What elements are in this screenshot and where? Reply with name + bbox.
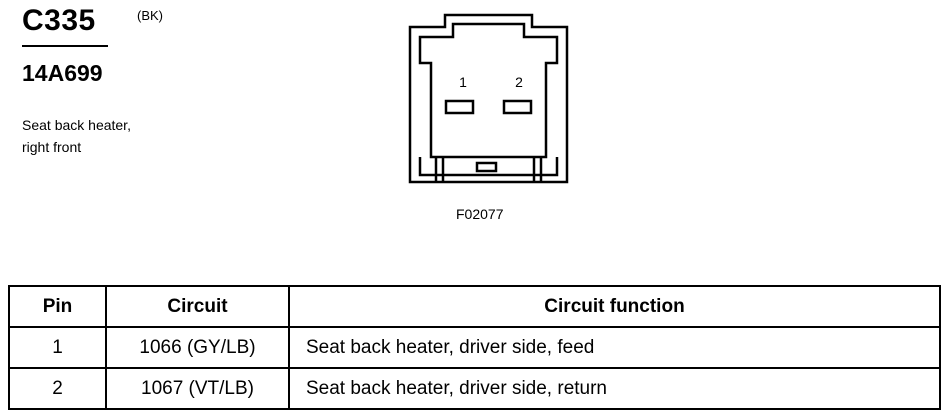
figure-code: F02077 (456, 206, 504, 222)
pin-table: Pin Circuit Circuit function 1 1066 (GY/… (8, 285, 941, 410)
pin-1-terminal (444, 99, 475, 115)
pin-number: 2 (8, 367, 107, 410)
pin-number: 1 (8, 326, 107, 369)
circuit-code: 1067 (VT/LB) (105, 367, 290, 410)
connector-face-diagram: 1 2 (408, 13, 569, 184)
circuit-code: 1066 (GY/LB) (105, 326, 290, 369)
pin-label-1: 1 (459, 74, 467, 90)
connector-id: C335 (22, 4, 96, 37)
connector-color-code: (BK) (137, 8, 163, 23)
circuit-function: Seat back heater, driver side, feed (288, 326, 941, 369)
header-pin: Pin (8, 285, 107, 328)
connector-bottom-edge (418, 157, 559, 177)
description-line: Seat back heater, (22, 117, 131, 133)
table-header-row: Pin Circuit Circuit function (8, 285, 941, 328)
connector-inner-housing (418, 22, 559, 159)
connector-description: Seat back heater, right front (22, 114, 131, 158)
circuit-function: Seat back heater, driver side, return (288, 367, 941, 410)
part-number: 14A699 (22, 60, 103, 86)
connector-outer-housing (408, 13, 569, 184)
table-row: 1 1066 (GY/LB) Seat back heater, driver … (8, 326, 941, 369)
header-circuit-function: Circuit function (288, 285, 941, 328)
pin-2-terminal (502, 99, 533, 115)
description-line: right front (22, 139, 82, 155)
table-row: 2 1067 (VT/LB) Seat back heater, driver … (8, 367, 941, 410)
pin-label-2: 2 (515, 74, 523, 90)
connector-id-underline (22, 45, 108, 47)
header-circuit: Circuit (105, 285, 290, 328)
polarization-key (475, 161, 498, 173)
